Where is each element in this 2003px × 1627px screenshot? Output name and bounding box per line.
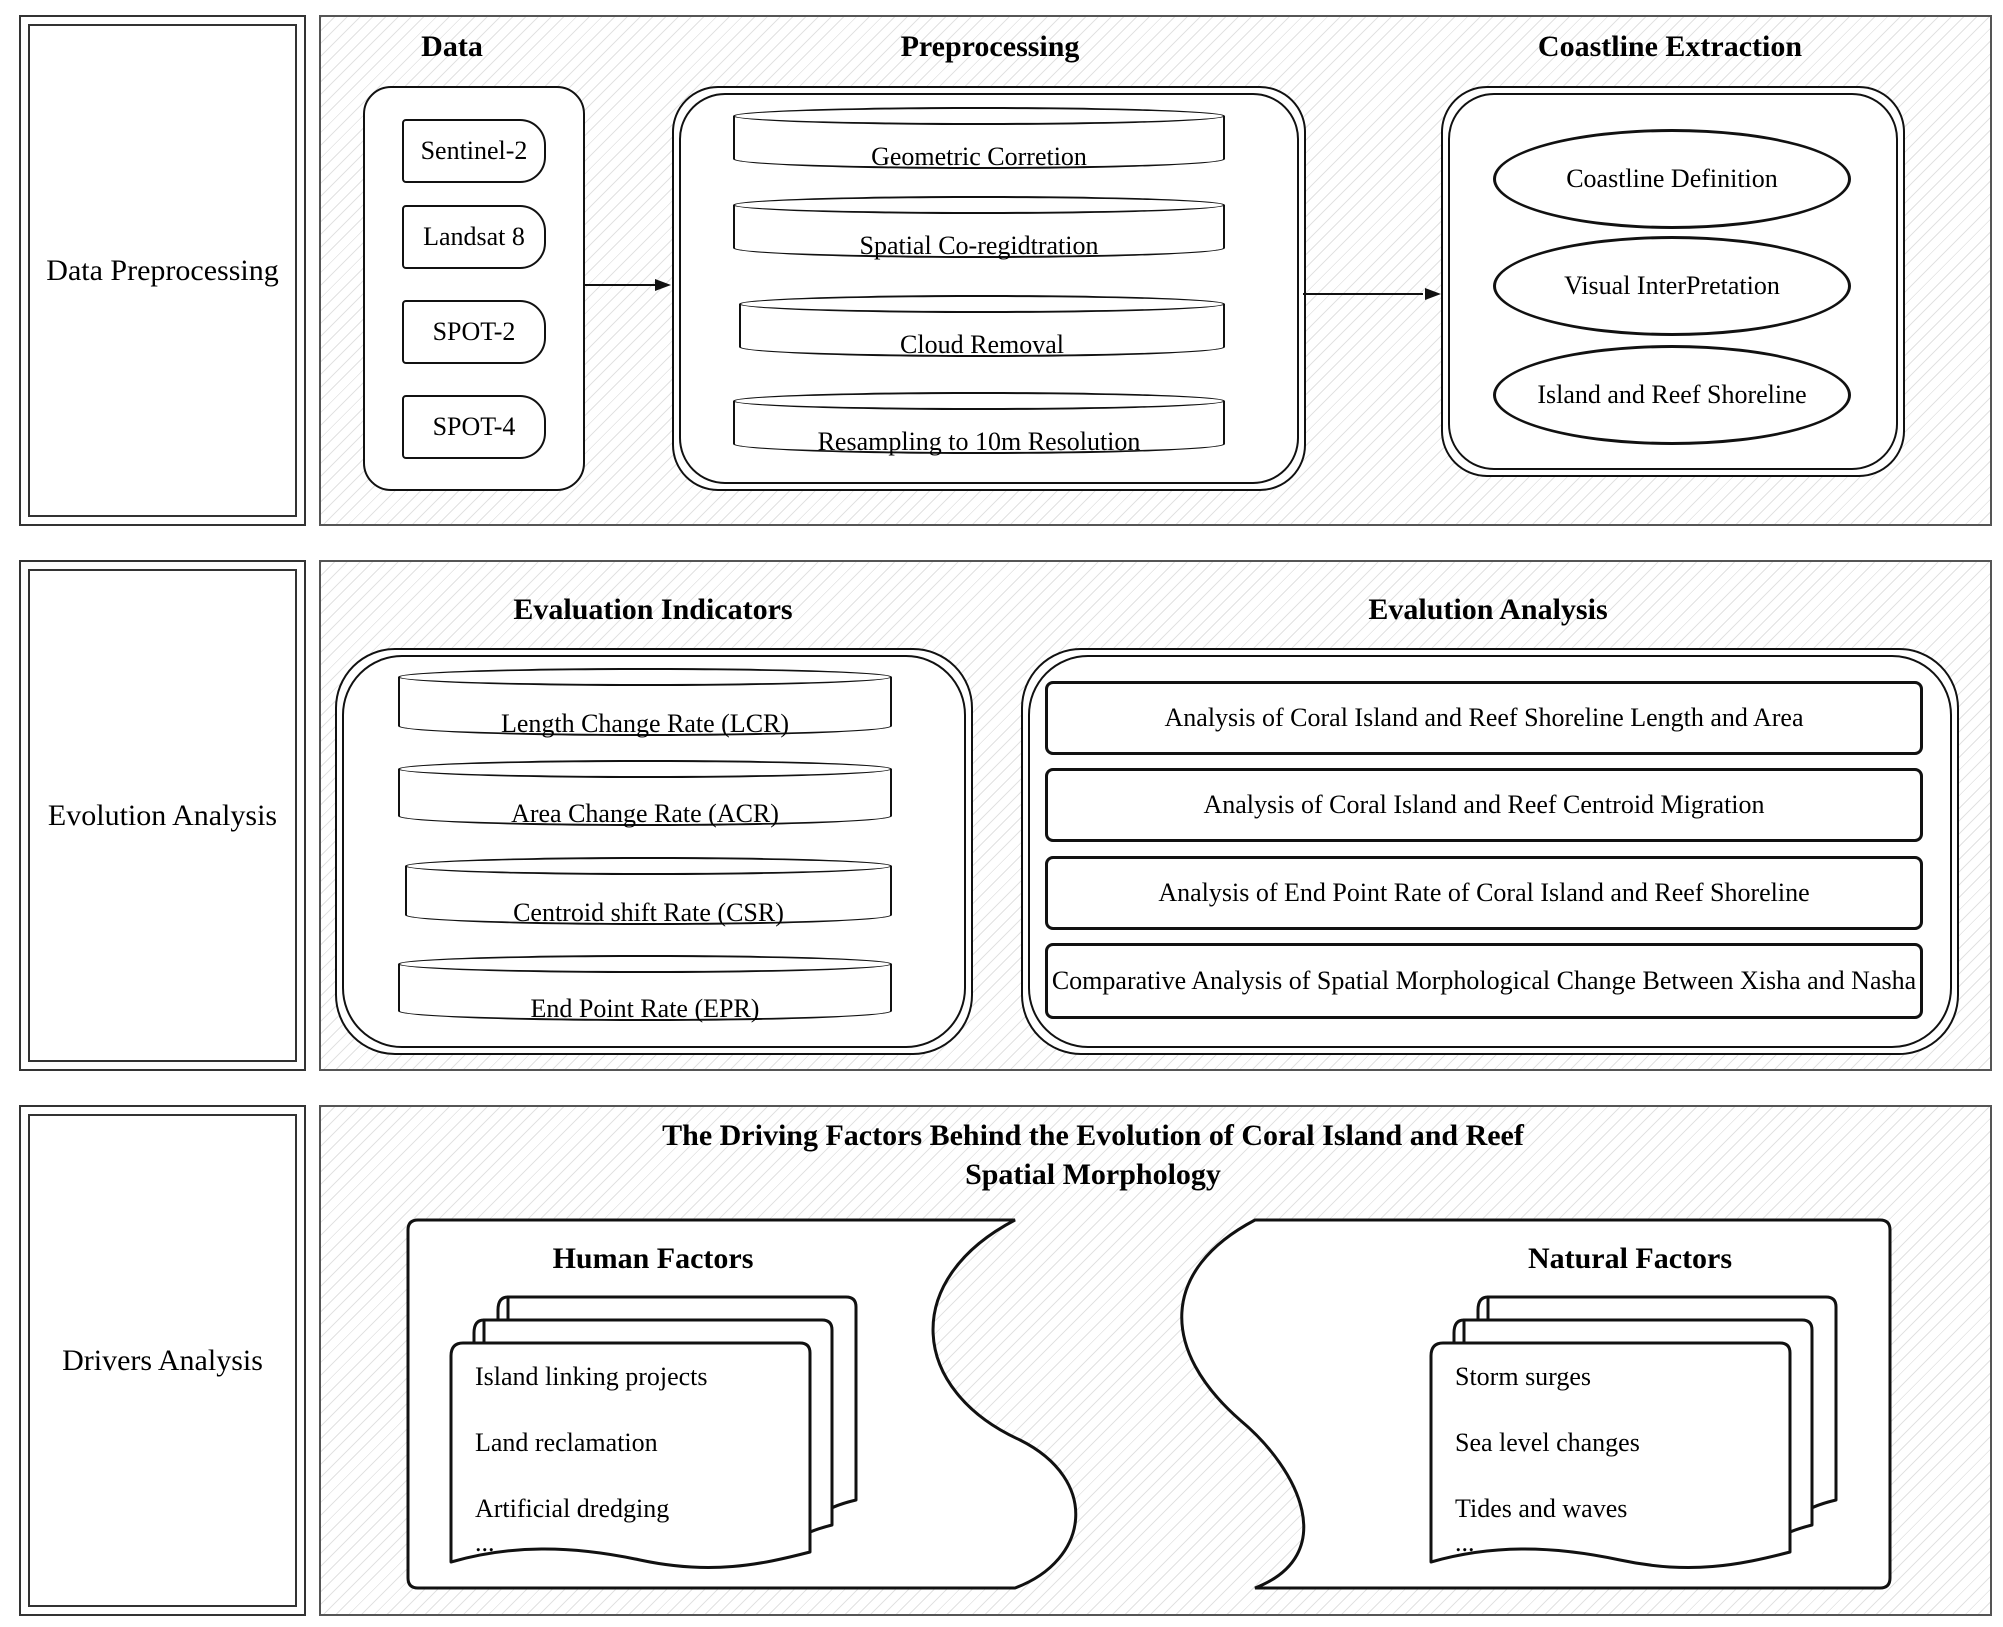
evaluation-analysis-heading: Evalution Analysis xyxy=(1368,593,1608,626)
row-label-text: Data Preprocessing xyxy=(28,24,297,517)
extraction-step-island-reef-shoreline: Island and Reef Shoreline xyxy=(1493,345,1851,445)
analysis-end-point-rate: Analysis of End Point Rate of Coral Isla… xyxy=(1045,856,1923,930)
analysis-shoreline-length-area: Analysis of Coral Island and Reef Shorel… xyxy=(1045,681,1923,755)
arrow-preprocessing-to-extraction xyxy=(1303,288,1441,300)
preprocessing-step-label: Resampling to 10m Resolution xyxy=(817,427,1141,456)
natural-factor-ellipsis: ... xyxy=(1455,1528,1475,1557)
extraction-step-visual-interpretation: Visual InterPretation xyxy=(1493,236,1851,336)
preprocessing-step-cloud-removal: Cloud Removal xyxy=(739,295,1225,359)
drivers-heading-line-1: The Driving Factors Behind the Evolution… xyxy=(662,1119,1524,1152)
coastline-extraction-heading: Coastline Extraction xyxy=(1537,30,1803,63)
preprocessing-step-label: Cloud Removal xyxy=(900,330,1064,359)
arrow-data-to-preprocessing xyxy=(583,279,671,291)
preprocessing-step-geometric-correction: Geometric Corretion xyxy=(733,107,1225,171)
data-source-landsat-8: Landsat 8 xyxy=(402,205,546,269)
human-factor-island-linking: Island linking projects xyxy=(475,1362,708,1391)
indicator-csr: Centroid shift Rate (CSR) xyxy=(405,857,892,927)
data-source-spot-2: SPOT-2 xyxy=(402,300,546,364)
indicator-lcr: Length Change Rate (LCR) xyxy=(398,668,892,738)
drivers-heading-line-2: Spatial Morphology xyxy=(965,1158,1221,1191)
row-label-evolution-analysis: Evolution Analysis xyxy=(19,560,306,1071)
natural-factors-heading: Natural Factors xyxy=(1527,1242,1733,1275)
indicator-label: Centroid shift Rate (CSR) xyxy=(513,898,784,927)
natural-factor-sea-level-changes: Sea level changes xyxy=(1455,1428,1640,1457)
natural-factor-tides-waves: Tides and waves xyxy=(1455,1494,1628,1523)
data-heading: Data xyxy=(421,30,483,63)
preprocessing-step-label: Spatial Co-regidtration xyxy=(859,231,1099,260)
indicator-epr: End Point Rate (EPR) xyxy=(398,955,892,1023)
human-factor-artificial-dredging: Artificial dredging xyxy=(475,1494,670,1523)
evaluation-indicators-heading: Evaluation Indicators xyxy=(513,593,793,626)
extraction-step-coastline-definition: Coastline Definition xyxy=(1493,129,1851,229)
analysis-comparative-xisha-nasha: Comparative Analysis of Spatial Morpholo… xyxy=(1045,943,1923,1019)
analysis-centroid-migration: Analysis of Coral Island and Reef Centro… xyxy=(1045,768,1923,842)
row-label-text: Evolution Analysis xyxy=(28,569,297,1062)
data-source-sentinel-2: Sentinel-2 xyxy=(402,119,546,183)
human-factor-ellipsis: ... xyxy=(475,1528,495,1557)
indicator-label: Length Change Rate (LCR) xyxy=(500,709,790,738)
indicator-label: End Point Rate (EPR) xyxy=(530,994,760,1023)
preprocessing-step-resampling: Resampling to 10m Resolution xyxy=(733,392,1225,456)
human-factors-heading: Human Factors xyxy=(552,1242,754,1275)
preprocessing-heading: Preprocessing xyxy=(900,30,1080,63)
data-source-spot-4: SPOT-4 xyxy=(402,395,546,459)
natural-factor-storm-surges: Storm surges xyxy=(1455,1362,1592,1391)
human-factor-land-reclamation: Land reclamation xyxy=(475,1428,658,1457)
indicator-acr: Area Change Rate (ACR) xyxy=(398,760,892,828)
row-label-data-preprocessing: Data Preprocessing xyxy=(19,15,306,526)
preprocessing-step-spatial-coregistration: Spatial Co-regidtration xyxy=(733,196,1225,260)
row-label-text: Drivers Analysis xyxy=(28,1114,297,1607)
row-label-drivers-analysis: Drivers Analysis xyxy=(19,1105,306,1616)
preprocessing-step-label: Geometric Corretion xyxy=(871,142,1087,171)
indicator-label: Area Change Rate (ACR) xyxy=(511,799,779,828)
